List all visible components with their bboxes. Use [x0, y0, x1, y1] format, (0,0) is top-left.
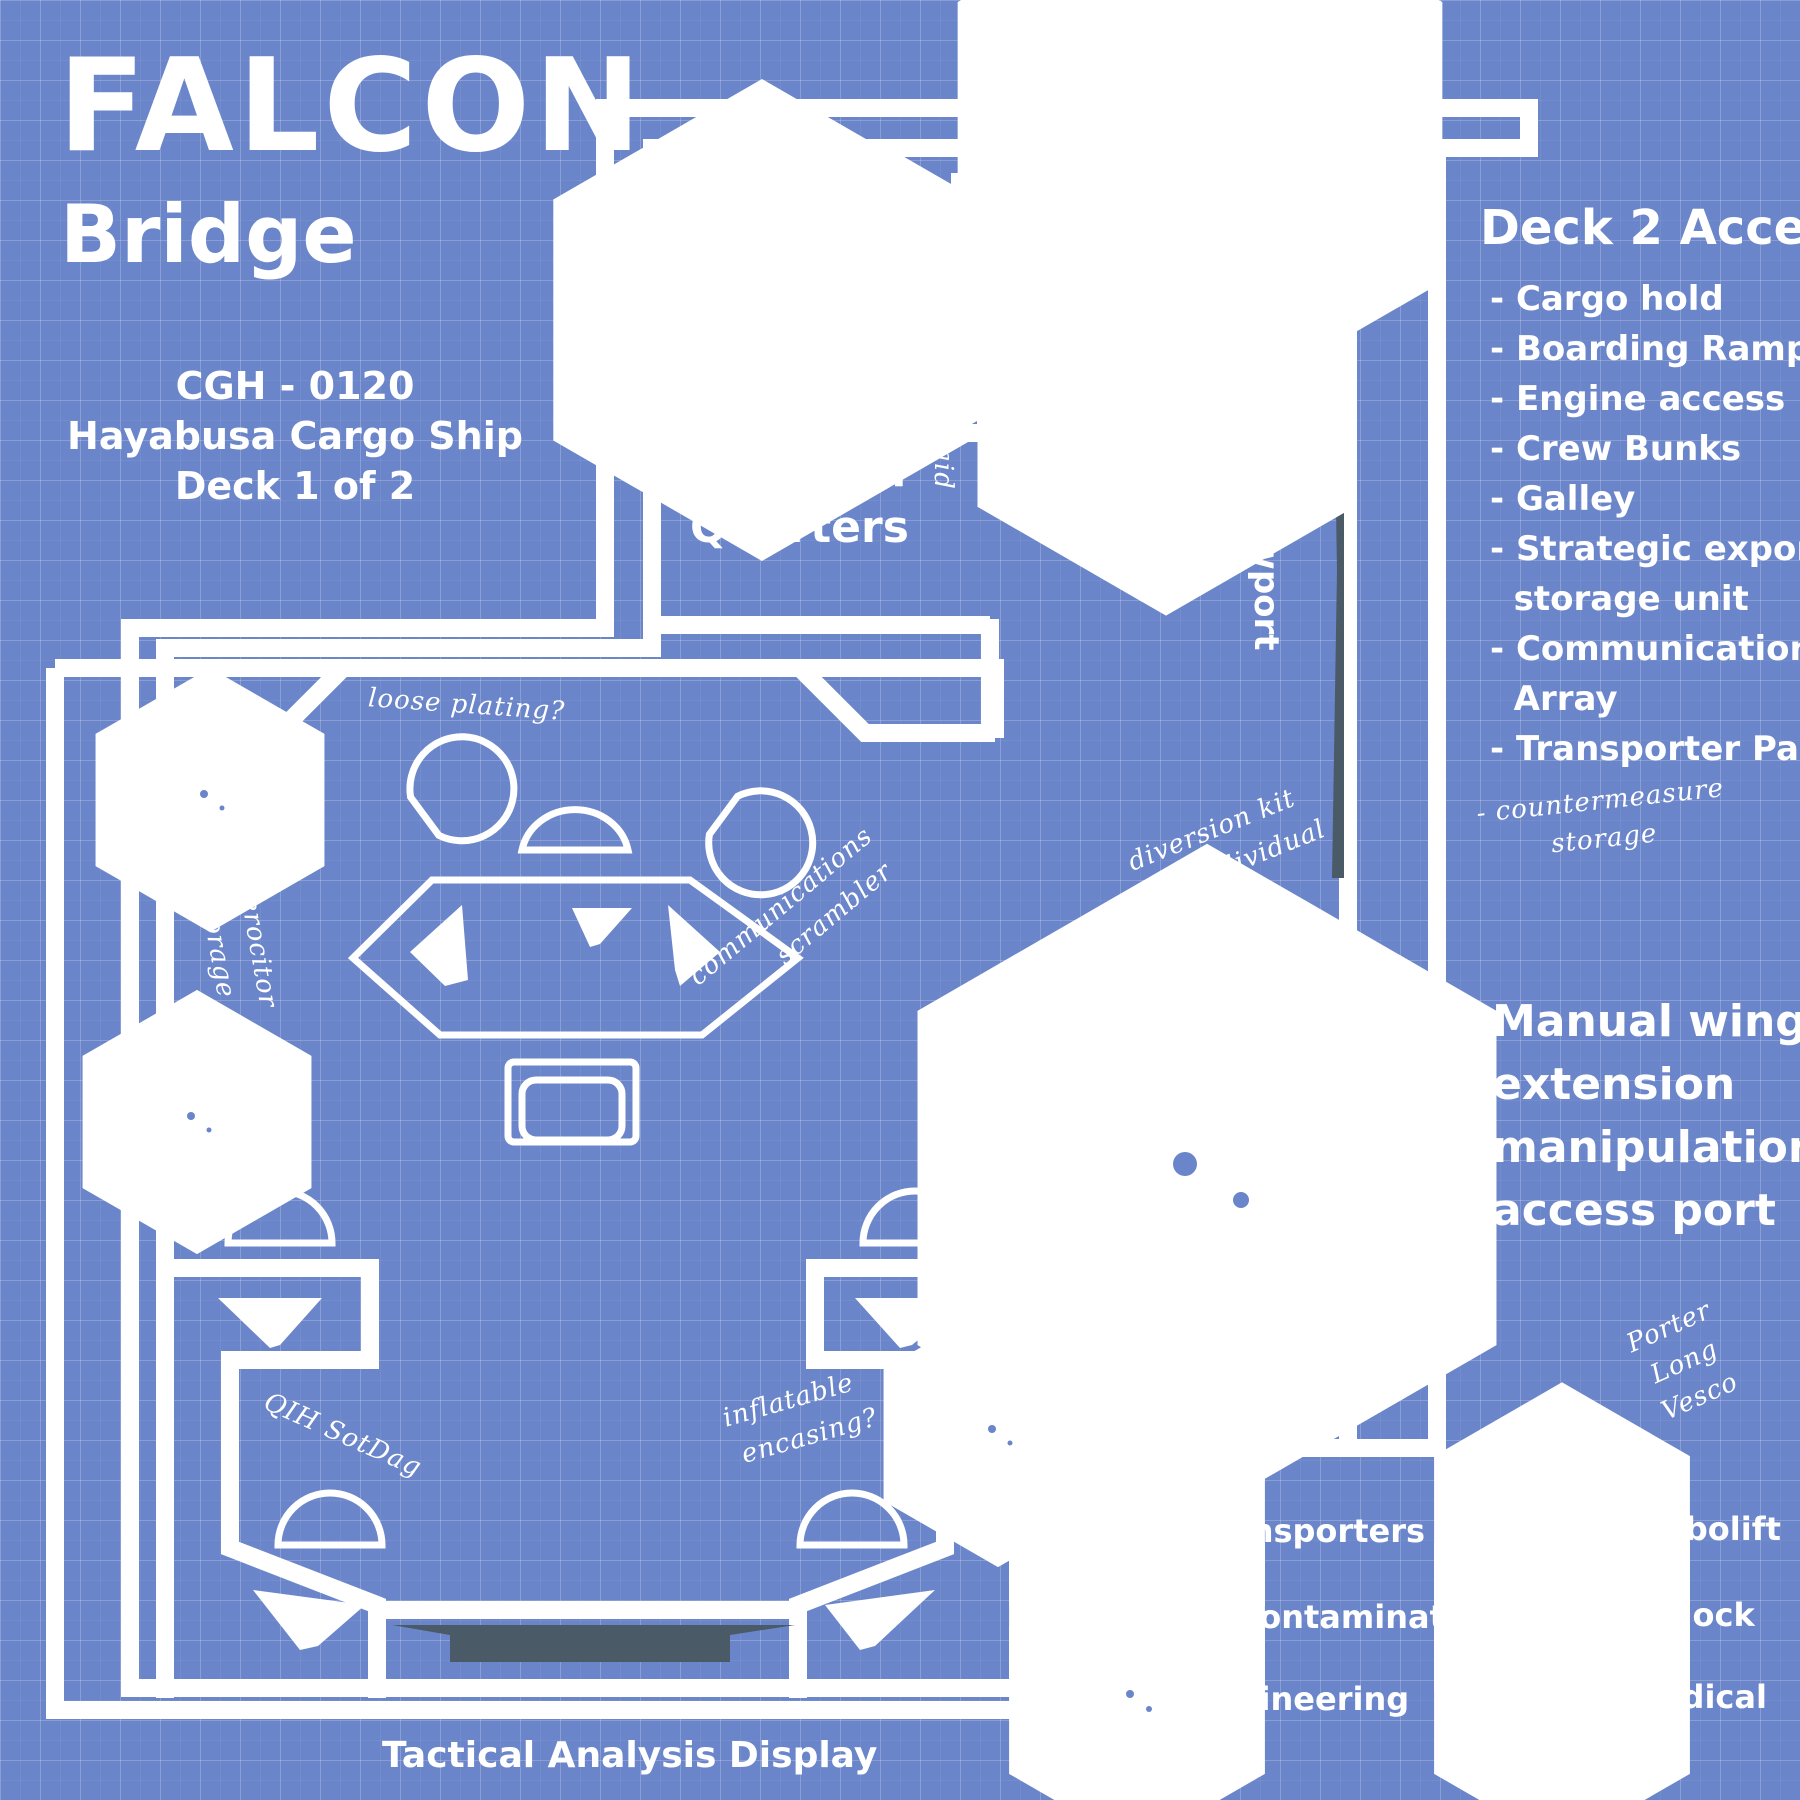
wing-note-line3: manipulation [1492, 1122, 1800, 1173]
page-title: FALCON [58, 32, 646, 181]
medical-cross-icon [865, 270, 934, 350]
personal-quarters-line1: Personal [690, 446, 907, 497]
list-item: - Galley [1490, 479, 1636, 519]
personal-quarters-label: Personal Quarters [690, 444, 909, 556]
legend-turbolift: Turbolift [1628, 1510, 1781, 1548]
list-item: - Engine access [1490, 379, 1786, 419]
secondary-routing-line1: Secondary Routing [1090, 1302, 1368, 1332]
deck2-heading: Deck 2 Access [1480, 200, 1800, 256]
legend-airlock: Airlock [1630, 1596, 1755, 1634]
list-item: - Crew Bunks [1490, 429, 1742, 469]
list-item: - Boarding Ramp [1490, 329, 1800, 369]
list-item: Array [1490, 679, 1618, 719]
wing-note-line1: Manual wing [1492, 996, 1800, 1047]
secondary-routing-line2: Access Panels [1107, 1340, 1313, 1370]
deck2-list: - Cargo hold - Boarding Ramp - Engine ac… [1490, 274, 1800, 774]
list-item: - Strategic export [1490, 529, 1800, 569]
list-item: - Transporter Pad [1490, 729, 1800, 769]
wing-note-line4: access port [1492, 1185, 1776, 1236]
medical-cross-icon [1529, 1662, 1595, 1738]
wing-note-line2: extension [1492, 1059, 1736, 1110]
list-item: storage unit [1490, 579, 1749, 619]
bio-filters-label: Bio-Filters [1084, 476, 1282, 516]
secondary-routing-label: Secondary Routing Access Panels [1090, 1298, 1368, 1374]
note-transport-inhibitor: transport inhibitor [787, 171, 926, 252]
wing-extension-note: Manual wing extension manipulation acces… [1492, 990, 1800, 1242]
legend-transporters: Transporters [1195, 1512, 1426, 1550]
gears-icon [1133, 1092, 1282, 1264]
personal-quarters-line2: Quarters [690, 502, 909, 553]
deck-number: Deck 1 of 2 [174, 464, 416, 508]
biohazard-icon [1118, 342, 1215, 454]
list-item: - Communications [1490, 629, 1800, 669]
ship-code: CGH - 0120 [175, 364, 415, 408]
gears-icon [181, 766, 240, 834]
legend-engineering: Engineering [1192, 1680, 1410, 1718]
gears-icon [969, 1401, 1028, 1469]
viewport-label: Viewport [1246, 478, 1286, 651]
legend-medical: Medical [1628, 1678, 1767, 1716]
legend-decontamination: Decontamination [1192, 1598, 1501, 1636]
list-item: - Cargo hold [1490, 279, 1724, 319]
door-icon [1138, 70, 1263, 214]
gears-icon [1104, 1662, 1170, 1738]
page-subtitle: Bridge [60, 188, 357, 281]
gears-icon [168, 1088, 227, 1156]
tactical-display-screen [392, 1625, 795, 1662]
note-first-aid: first aid [928, 378, 958, 490]
tactical-display-label: Tactical Analysis Display [382, 1735, 878, 1776]
central-console [347, 876, 804, 1039]
ship-name: Hayabusa Cargo Ship [67, 414, 523, 458]
